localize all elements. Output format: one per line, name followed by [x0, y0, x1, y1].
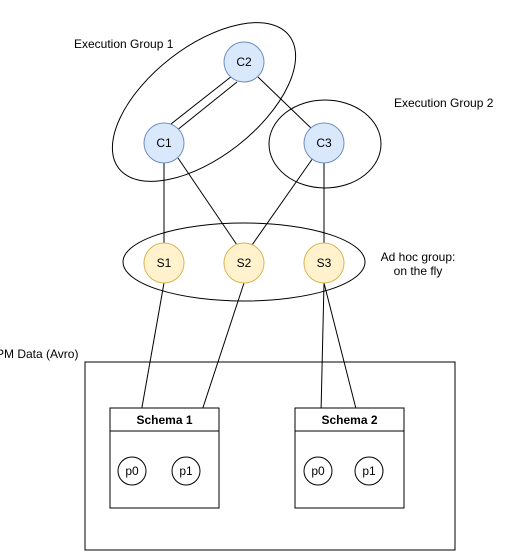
c3-label: C3	[316, 136, 332, 150]
storage-node-s3	[303, 242, 345, 284]
schema-1-p1-label: p1	[179, 464, 193, 478]
schema-1-title: Schema 1	[136, 413, 192, 427]
execution-group-1-label: Execution Group 1	[74, 37, 174, 51]
execution-group-2-ellipse	[268, 99, 382, 189]
schema-2-p0-node	[303, 456, 333, 486]
pm-data-label: PM Data (Avro)	[0, 347, 78, 361]
s1-label: S1	[157, 256, 172, 270]
c2-label: C2	[236, 55, 252, 69]
schema-2-p0-label: p0	[311, 464, 325, 478]
storage-node-s1	[143, 242, 185, 284]
schema-1-p0-node	[117, 456, 147, 486]
schema-1-p1-node	[171, 456, 201, 486]
compute-node-c1	[143, 122, 185, 164]
compute-node-c2	[223, 41, 265, 83]
c1-label: C1	[156, 136, 172, 150]
schema-2-title: Schema 2	[321, 413, 377, 427]
schema-1-p0-label: p0	[125, 464, 139, 478]
compute-node-c3	[303, 122, 345, 164]
adhoc-group-label-line1: Ad hoc group:	[381, 250, 456, 264]
schema-2-p1-label: p1	[362, 464, 376, 478]
edge-c3-s2	[251, 157, 314, 246]
adhoc-group-label-line2: on the fly	[394, 264, 443, 278]
schema-2-p1-node	[354, 456, 384, 486]
adhoc-group-ellipse	[122, 222, 366, 302]
execution-group-2-label: Execution Group 2	[394, 96, 494, 110]
edge-c2-c3	[257, 76, 314, 131]
storage-node-s2	[223, 242, 265, 284]
execution-group-1-ellipse	[111, 22, 297, 182]
pm-data-container	[84, 361, 456, 551]
edge-c2-c1-b	[170, 81, 238, 136]
edge-c1-s2	[177, 157, 238, 246]
s2-label: S2	[237, 256, 252, 270]
s3-label: S3	[317, 256, 332, 270]
